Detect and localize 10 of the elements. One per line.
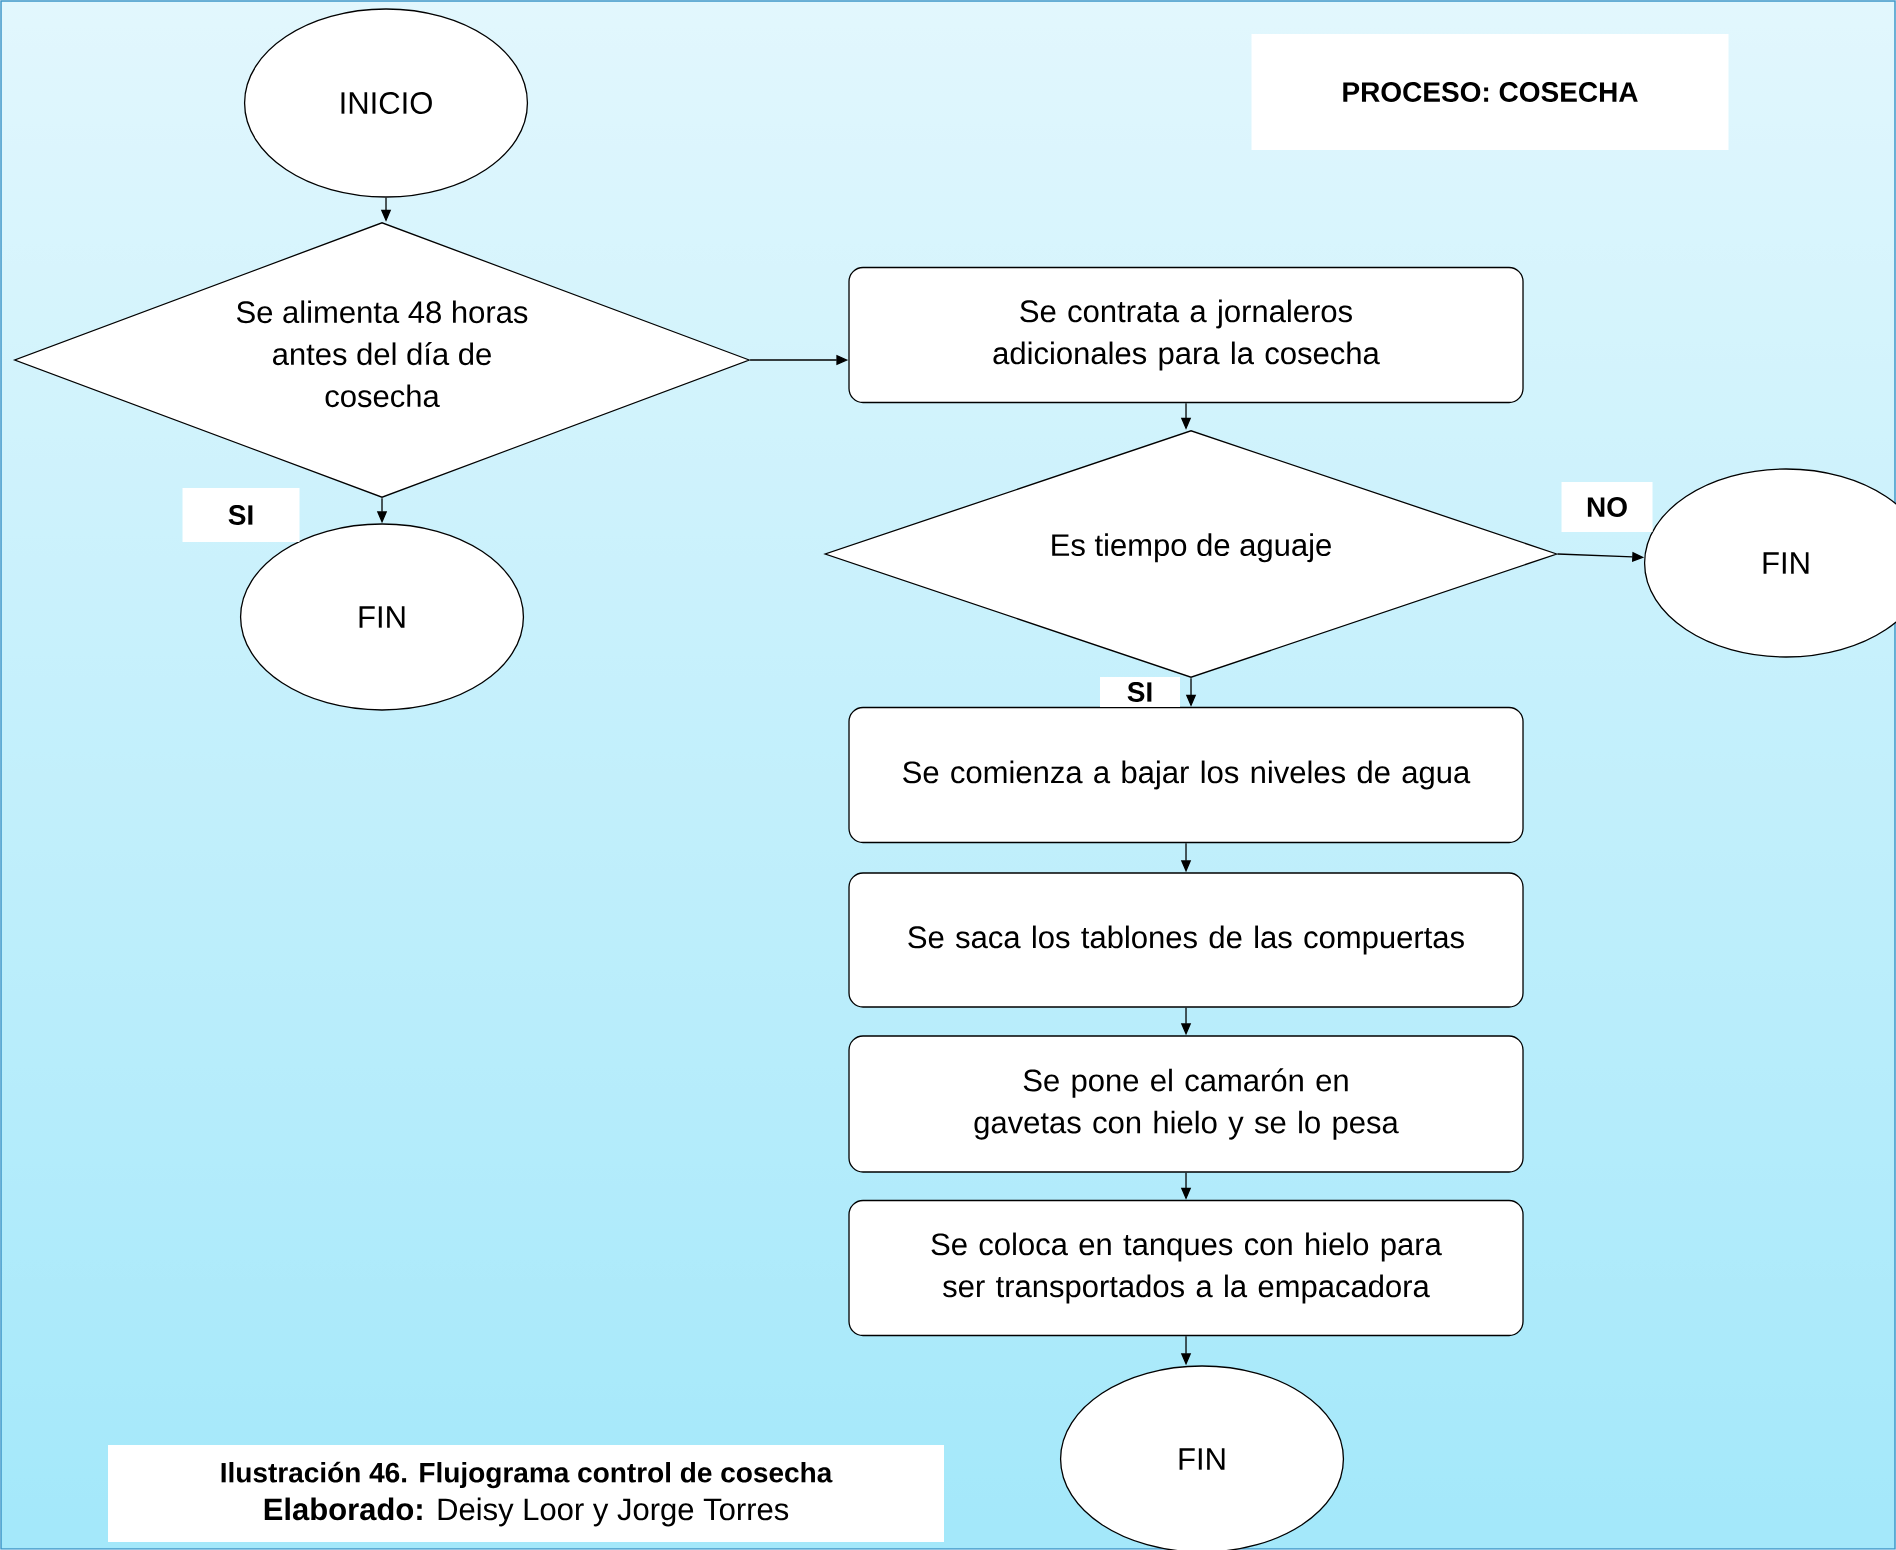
- edge-label: SI: [182, 488, 300, 542]
- title-box: PROCESO: COSECHA: [1251, 34, 1729, 150]
- process-box: Se saca los tablones de las compuertas: [848, 872, 1524, 1008]
- edge-label: SI: [1100, 677, 1180, 707]
- edge-label: NO: [1561, 482, 1653, 532]
- credit-text: Elaborado: Deisy Loor y Jorge Torres: [264, 1497, 789, 1527]
- process-box: Se coloca en tanques con hielo para ser transportados a la empacadora: [848, 1199, 1524, 1337]
- caption: Ilustración 46. Flujograma control de cosecha: [221, 1461, 833, 1489]
- process-box: Se pone el camarón en gavetas con hielo y se lo pesa: [848, 1035, 1524, 1173]
- process-box: Se contrata a jornaleros adicionales para la cosecha: [848, 266, 1524, 404]
